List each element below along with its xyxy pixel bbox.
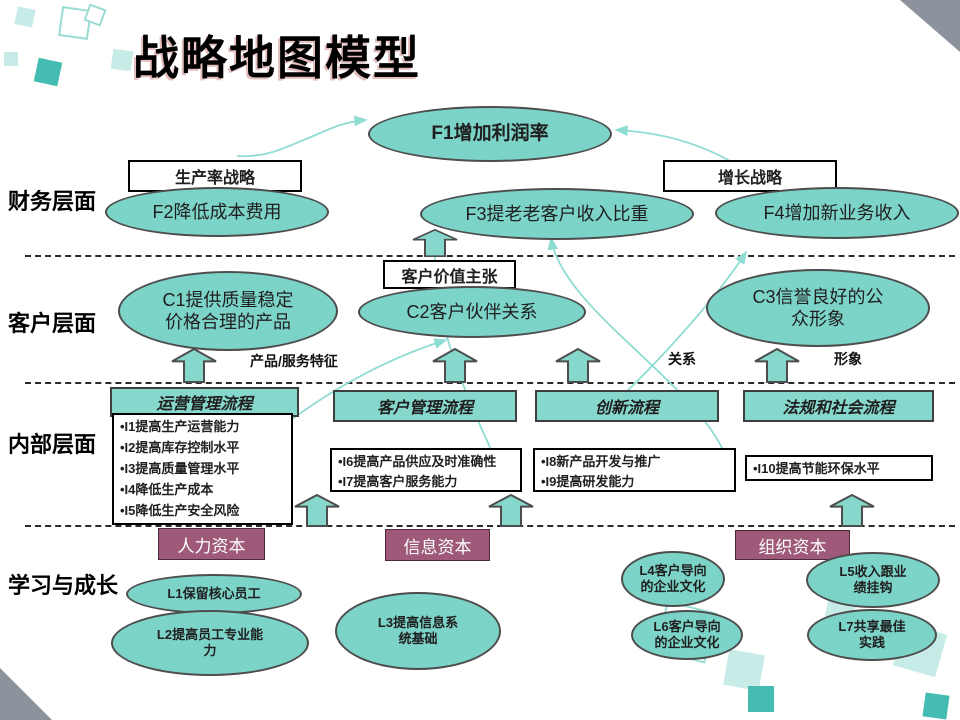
box-organization-capital: 组织资本 — [735, 530, 850, 560]
up-arrow-info-capital — [488, 494, 534, 527]
label-learning-growth: 学习与成长 — [8, 573, 119, 598]
label-financial-perspective: 财务层面 — [8, 189, 97, 214]
slide-title: 战略地图模型 — [133, 32, 421, 84]
box-growth-strategy: 增长战略 — [663, 160, 837, 192]
label-product-service: 产品/服务特征 — [250, 353, 338, 369]
up-arrow-org-capital — [829, 494, 875, 527]
node-f2: F2降低成本费用 — [105, 187, 329, 237]
label-customer-perspective: 客户层面 — [8, 311, 97, 336]
node-l3: L3提高信息系统基础 — [335, 592, 501, 670]
box-customer-value-proposition: 客户价值主张 — [383, 260, 516, 289]
connector-internal-to-f3-right — [547, 236, 725, 453]
node-l2: L2提高员工专业能力 — [111, 610, 309, 676]
node-f1: F1增加利润率 — [368, 106, 612, 162]
node-l4: L4客户导向的企业文化 — [621, 551, 725, 607]
up-arrow-customer-mgmt-to-c2 — [432, 348, 478, 383]
list-item: •I7提高客户服务能力 — [338, 474, 458, 489]
list-item: •I9提高研发能力 — [541, 474, 635, 489]
label-relationship: 关系 — [668, 351, 696, 367]
node-l6: L6客户导向的企业文化 — [631, 610, 743, 660]
node-c1: C1提供质量稳定价格合理的产品 — [118, 271, 338, 351]
box-human-capital: 人力资本 — [158, 528, 265, 560]
divider-customer-internal — [25, 382, 955, 384]
list-regulation-items: •I10提高节能环保水平 — [745, 455, 933, 481]
list-item: •I8新产品开发与推广 — [541, 454, 661, 469]
up-arrow-to-f3 — [412, 229, 458, 257]
list-item: •I1提高生产运营能力 — [120, 419, 240, 435]
label-image: 形象 — [834, 351, 862, 367]
list-item: •I5降低生产安全风险 — [120, 502, 240, 518]
header-regulation-social-process: 法规和社会流程 — [743, 390, 934, 422]
node-l1: L1保留核心员工 — [126, 574, 302, 614]
node-l5: L5收入跟业绩挂钩 — [806, 552, 940, 608]
node-c3: C3信誉良好的公众形象 — [706, 269, 930, 347]
list-customer-mgmt-items: •I6提高产品供应及时准确性 •I7提高客户服务能力 — [330, 448, 522, 492]
divider-internal-learning — [25, 525, 955, 527]
node-c2: C2客户伙伴关系 — [358, 286, 586, 338]
label-internal-perspective: 内部层面 — [8, 432, 97, 457]
list-item: •I6提高产品供应及时准确性 — [338, 454, 497, 469]
up-arrow-operations-to-c1 — [171, 348, 217, 383]
list-operations-items: •I1提高生产运营能力 •I2提高库存控制水平 •I3提高质量管理水平 •I4降… — [112, 413, 293, 525]
node-f4: F4增加新业务收入 — [715, 187, 959, 239]
divider-financial-customer — [25, 255, 955, 257]
node-l7: L7共享最佳实践 — [807, 609, 937, 661]
header-operations-process: 运营管理流程 — [110, 387, 299, 417]
header-innovation-process: 创新流程 — [535, 390, 719, 422]
list-innovation-items: •I8新产品开发与推广 •I9提高研发能力 — [533, 448, 736, 492]
connector-productivity-to-f1 — [236, 115, 368, 158]
node-f3: F3提老老客户收入比重 — [420, 188, 694, 240]
deco-square — [4, 52, 18, 66]
list-item: •I2提高库存控制水平 — [120, 440, 240, 456]
deco-square — [748, 686, 774, 712]
list-item: •I10提高节能环保水平 — [753, 461, 880, 476]
up-arrow-human-capital — [294, 494, 340, 527]
header-customer-mgmt-process: 客户管理流程 — [333, 390, 517, 422]
up-arrow-regulation-to-c3 — [754, 348, 800, 383]
list-item: •I4降低生产成本 — [120, 481, 214, 497]
list-item: •I3提高质量管理水平 — [120, 460, 240, 476]
up-arrow-innovation — [555, 348, 601, 383]
box-information-capital: 信息资本 — [385, 529, 490, 561]
